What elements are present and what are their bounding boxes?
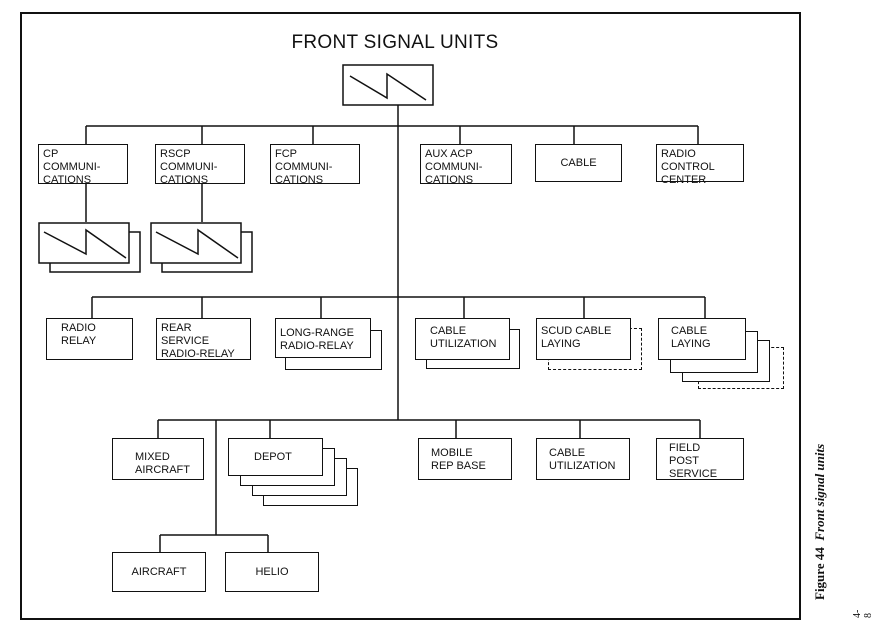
page-number: 4-8 [852,609,874,618]
cp-communications-box: CP COMMUNI- CATIONS [38,144,128,186]
mixed-aircraft-box: MIXED AIRCRAFT [112,438,204,480]
long-range-radio-relay-box: LONG-RANGE RADIO-RELAY [275,318,371,358]
scud-cable-laying-box: SCUD CABLE LAYING [536,318,631,360]
signal-unit-symbol [342,64,434,106]
cable-laying-box: CABLE LAYING [658,318,746,360]
cable-box: CABLE [535,144,622,182]
figure-caption-text: Front signal units [812,443,827,541]
cable-utilization-box-1: CABLE UTILIZATION [415,318,510,360]
cable-utilization-box-2: CABLE UTILIZATION [536,438,630,480]
aux-acp-communications-box: AUX ACP COMMUNI- CATIONS [420,144,512,186]
mobile-rep-base-box: MOBILE REP BASE [418,438,512,480]
depot-box: DEPOT [228,438,323,476]
helio-box: HELIO [225,552,319,592]
figure-caption: Figure 44 Front signal units [812,444,828,600]
diagram-frame [20,12,801,620]
aircraft-box: AIRCRAFT [112,552,206,592]
rear-service-radio-relay-box: REAR SERVICE RADIO-RELAY [156,318,251,360]
radio-relay-box: RADIO RELAY [46,318,133,360]
cp-signal-symbol-stack [38,222,141,273]
fcp-communications-box: FCP COMMUNI- CATIONS [270,144,360,186]
rscp-signal-symbol-stack [150,222,253,273]
figure-number: Figure 44 [812,547,827,600]
rscp-communications-box: RSCP COMMUNI- CATIONS [155,144,245,186]
diagram-title: FRONT SIGNAL UNITS [291,32,499,53]
radio-control-center-box: RADIO CONTROL CENTER [656,144,744,186]
field-post-service-box: FIELD POST SERVICE [656,438,744,480]
